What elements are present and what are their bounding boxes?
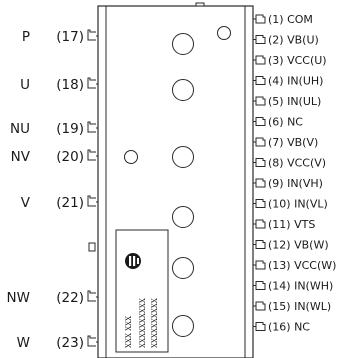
right-pin-10: (10) IN(VL) [253,198,328,211]
left-pin-number: (17) [56,29,84,45]
left-pin-name: NU [10,121,30,137]
left-pin-name: NW [7,290,30,306]
right-pin-label: (6) NC [268,116,303,129]
left-pin-name: U [20,77,30,93]
left-pin-number: (23) [56,335,84,351]
left-pin-5: V (21) [21,195,98,211]
right-pin-label: (10) IN(VL) [268,198,328,211]
right-pin-11: (11) VTS [253,218,315,231]
right-pin-4: (4) IN(UH) [253,75,323,88]
left-pin-number: (21) [56,195,84,211]
right-pin-label: (15) IN(WL) [268,300,331,313]
right-pin-label: (16) NC [268,321,310,334]
right-pin-6: (6) NC [253,116,303,129]
left-pin-2: U (18) [20,77,98,93]
right-pin-label: (12) VB(W) [268,239,329,252]
mounting-hole [124,150,138,164]
left-pin-6: NW (22) [7,290,98,306]
right-pin-label: (4) IN(UH) [268,75,323,88]
left-pin-1: P (17) [22,29,98,45]
mounting-hole [172,146,194,168]
right-pin-label: (13) VCC(W) [268,259,336,272]
left-pin-3: NU (19) [10,121,98,137]
right-pin-label: (2) VB(U) [268,34,319,47]
right-pin-label: (8) VCC(V) [268,157,326,170]
left-pin-name: NV [11,149,31,165]
right-pin-1: (1) COM [253,13,313,26]
right-pin-label: (7) VB(V) [268,136,318,149]
right-pin-9: (9) IN(VH) [253,177,323,190]
right-pins: (1) COM (2) VB(U) (3) VCC(U) (4) IN(UH) (5) … [253,13,336,334]
left-pin-4: NV (20) [11,149,98,165]
right-pin-label: (1) COM [268,13,313,26]
right-pin-8: (8) VCC(V) [253,157,326,170]
manufacturer-logo-icon [125,253,141,269]
mounting-hole [172,79,194,101]
left-stub-pin [88,242,96,252]
mounting-hole [172,33,194,55]
marking-line-1: XXX XXX [125,316,133,348]
left-pins: P (17) U (18) NU (19) NV (20) V (21) NW (22) W (23) [7,29,98,351]
mounting-hole [172,257,194,279]
right-pin-7: (7) VB(V) [253,136,318,149]
left-pin-name: V [21,195,31,211]
right-pin-3: (3) VCC(U) [253,54,327,67]
marking-line-2: XXXXXXXXXX [139,298,147,348]
right-pin-16: (16) NC [253,321,310,334]
mounting-hole [172,315,194,337]
left-pin-name: W [17,335,30,351]
right-pin-label: (11) VTS [268,218,315,231]
mounting-holes [124,26,231,337]
mounting-hole [172,206,194,228]
left-pin-number: (18) [56,77,84,93]
right-pin-12: (12) VB(W) [253,239,329,252]
right-pin-label: (14) IN(WH) [268,280,333,293]
left-pin-number: (19) [56,121,84,137]
right-pin-label: (5) IN(UL) [268,95,321,108]
left-pin-7: W (23) [17,335,98,351]
left-pin-number: (22) [56,290,84,306]
right-pin-15: (15) IN(WL) [253,300,331,313]
right-pin-label: (9) IN(VH) [268,177,323,190]
marking-line-3: XXXXXXXXXX [151,298,159,348]
right-pin-label: (3) VCC(U) [268,54,327,67]
left-pin-name: P [22,29,30,45]
right-pin-2: (2) VB(U) [253,34,319,47]
left-pin-number: (20) [56,149,84,165]
mounting-hole [217,26,231,40]
right-pin-13: (13) VCC(W) [253,259,336,272]
right-pin-14: (14) IN(WH) [253,280,333,293]
right-pin-5: (5) IN(UL) [253,95,321,108]
part-marking-label: XXX XXX XXXXXXXXXX XXXXXXXXXX [115,229,169,353]
